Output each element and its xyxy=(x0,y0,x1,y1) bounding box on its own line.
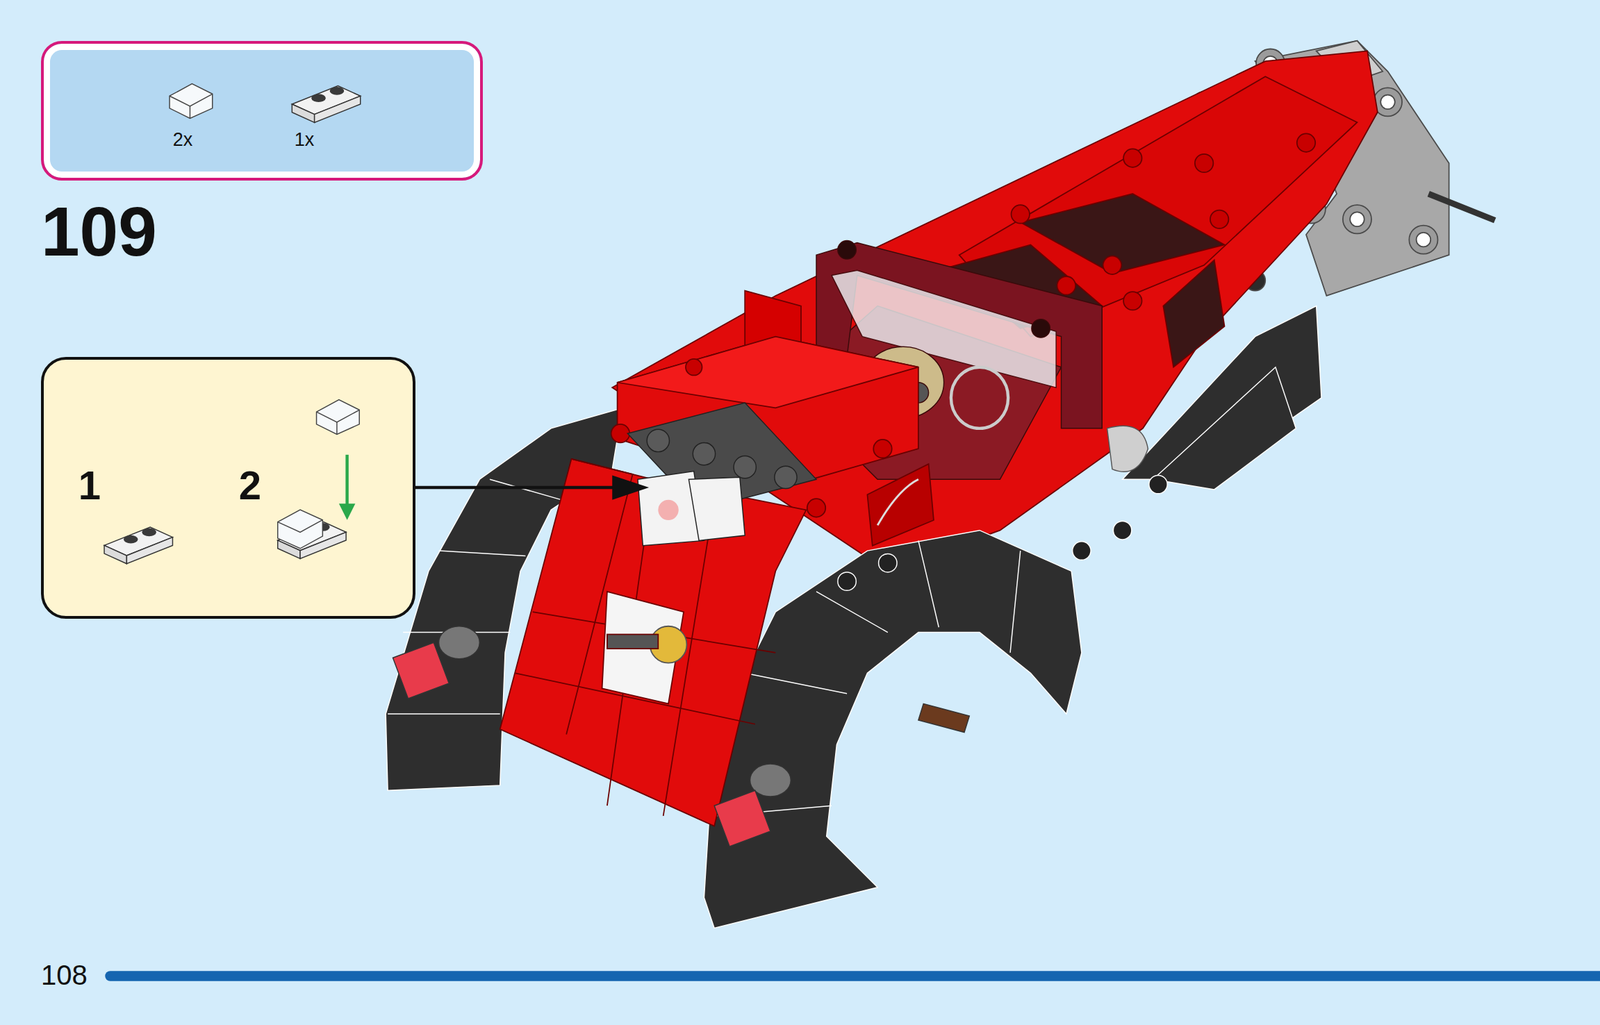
illustration-part xyxy=(189,106,191,119)
illustration-part xyxy=(1123,291,1142,310)
illustration-part xyxy=(277,509,324,549)
part-quantity: 1x xyxy=(294,130,315,150)
illustration-part xyxy=(1031,319,1050,338)
illustration-part xyxy=(1072,541,1091,560)
callout-pointer xyxy=(415,475,649,500)
substep-number: 2 xyxy=(238,465,262,506)
illustration-part xyxy=(867,464,934,546)
substep-number: 1 xyxy=(78,465,101,506)
illustration-part xyxy=(1149,475,1168,494)
lamps xyxy=(392,626,970,847)
illustration-part xyxy=(714,790,771,847)
illustration-part xyxy=(1342,204,1372,234)
illustration-part xyxy=(1112,521,1132,540)
illustration-part xyxy=(1153,367,1297,490)
part-quantity: 2x xyxy=(172,130,194,150)
car-body xyxy=(612,50,1378,572)
illustration-part xyxy=(837,241,856,260)
illustration-part xyxy=(807,498,826,517)
illustration-part xyxy=(566,459,715,817)
illustration-part xyxy=(1194,154,1214,173)
illustration-part xyxy=(918,703,970,733)
illustration-part xyxy=(837,572,856,591)
illustration-part xyxy=(733,455,756,478)
illustration-part xyxy=(607,634,658,650)
illustration-part xyxy=(1011,204,1030,224)
illustration-part xyxy=(1428,193,1495,221)
illustration-part xyxy=(123,535,139,544)
illustration-part xyxy=(291,104,315,123)
front-grille xyxy=(500,291,934,827)
illustration-part xyxy=(316,409,360,423)
illustration-part xyxy=(692,442,715,465)
page-bar xyxy=(104,971,1600,982)
illustration-part xyxy=(646,429,670,452)
illustration-part xyxy=(439,626,481,660)
illustration-part xyxy=(774,466,797,489)
illustration-part xyxy=(316,400,360,435)
illustration-part xyxy=(1210,210,1229,229)
illustration-part xyxy=(415,486,618,490)
illustration-part xyxy=(685,359,703,376)
illustration-part xyxy=(1163,260,1225,368)
illustration-part xyxy=(617,336,919,409)
illustration-part xyxy=(330,86,345,96)
illustration-part xyxy=(1057,276,1076,295)
illustration-part xyxy=(750,764,792,797)
illustration-part xyxy=(612,50,1378,572)
illustration-part xyxy=(104,545,127,564)
illustration-part xyxy=(612,475,649,500)
illustration-part xyxy=(339,503,356,520)
headlight-assembly xyxy=(627,402,817,547)
illustration-part xyxy=(1408,225,1438,255)
illustration-part xyxy=(877,479,919,526)
illustration-part xyxy=(657,500,679,521)
illustration-part xyxy=(345,455,349,506)
illustration-part xyxy=(873,439,892,458)
illustration-part xyxy=(1380,95,1396,110)
illustration-part xyxy=(169,93,213,107)
illustration-part xyxy=(611,424,630,443)
illustration-part xyxy=(392,642,449,699)
illustration-part xyxy=(1349,211,1365,227)
illustration-part xyxy=(951,367,1009,429)
illustration-part xyxy=(1107,425,1149,472)
illustration-part xyxy=(688,477,745,541)
illustration-part xyxy=(1020,193,1225,274)
illustration-part xyxy=(169,84,213,119)
substep-callout-box: 12 xyxy=(40,357,416,620)
page-number: 108 xyxy=(40,961,88,990)
illustration-part xyxy=(277,520,324,533)
illustration-part xyxy=(1123,148,1142,167)
illustration-part xyxy=(311,93,326,103)
illustration-part xyxy=(336,422,337,435)
illustration-part xyxy=(141,528,157,537)
step-number: 109 xyxy=(40,196,158,267)
illustration-part xyxy=(1416,232,1432,248)
illustration-part xyxy=(500,459,807,827)
illustration-part xyxy=(1297,133,1316,152)
part-icons xyxy=(40,40,483,181)
illustration-part xyxy=(1103,256,1122,275)
parts-list-box: 2x 1x xyxy=(40,40,483,181)
illustration-part xyxy=(878,553,897,572)
